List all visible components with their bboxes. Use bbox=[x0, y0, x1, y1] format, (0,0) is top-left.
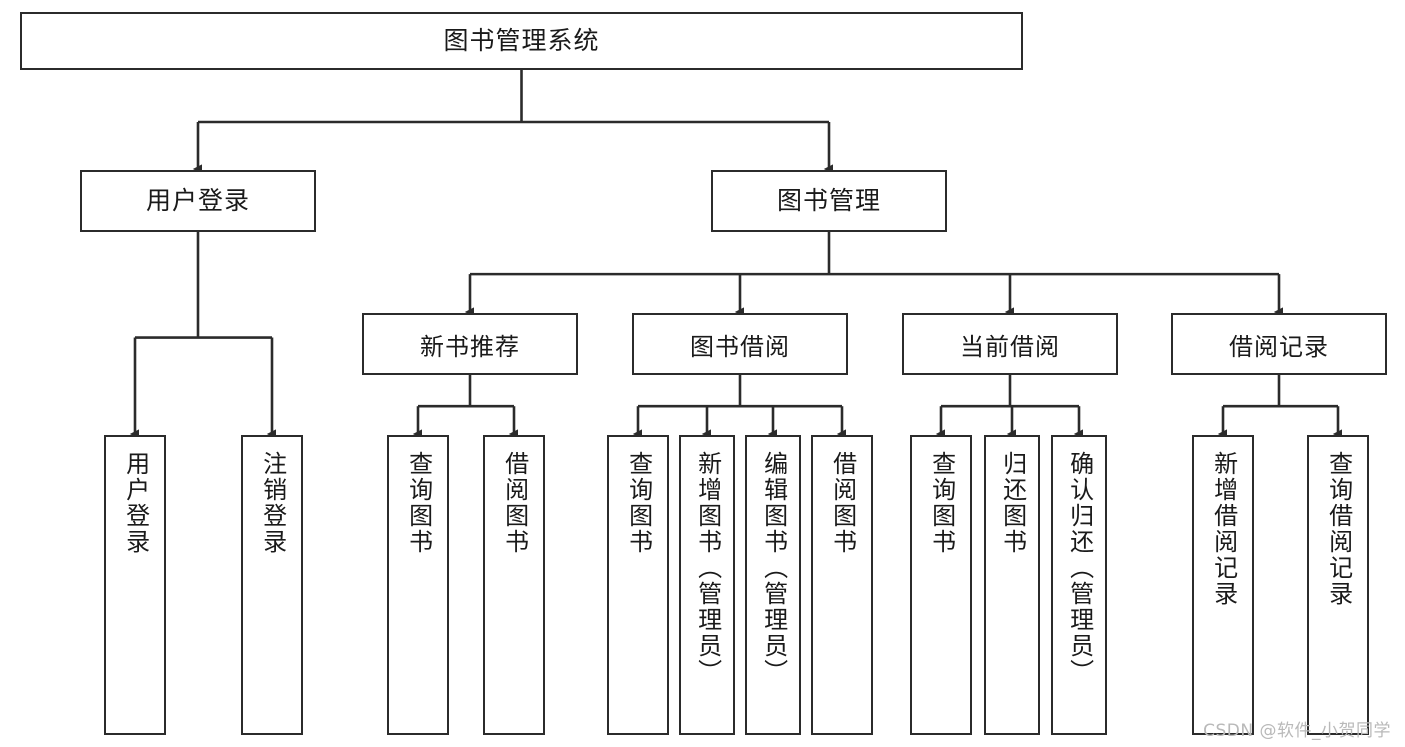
node-label: 借阅图书 bbox=[500, 451, 529, 555]
node-leaf-confirm-return-admin[interactable]: 确认归还（管理员） bbox=[1051, 435, 1107, 735]
node-book-manage[interactable]: 图书管理 bbox=[711, 170, 947, 232]
node-leaf-user-login[interactable]: 用户登录 bbox=[104, 435, 166, 735]
node-leaf-logout-login[interactable]: 注销登录 bbox=[241, 435, 303, 735]
node-label: 当前借阅 bbox=[960, 332, 1060, 361]
node-leaf-return-book[interactable]: 归还图书 bbox=[984, 435, 1040, 735]
node-leaf-borrow-book[interactable]: 借阅图书 bbox=[811, 435, 873, 735]
node-borrow-record[interactable]: 借阅记录 bbox=[1171, 313, 1387, 375]
node-label: 确认归还（管理员） bbox=[1065, 451, 1094, 685]
node-label: 归还图书 bbox=[998, 451, 1027, 555]
node-label: 编辑图书（管理员） bbox=[759, 451, 788, 685]
node-leaf-edit-book-admin[interactable]: 编辑图书（管理员） bbox=[745, 435, 801, 735]
node-new-book-rec[interactable]: 新书推荐 bbox=[362, 313, 578, 375]
node-label: 查询图书 bbox=[624, 451, 653, 555]
node-label: 查询借阅记录 bbox=[1324, 451, 1353, 607]
node-label: 新增借阅记录 bbox=[1209, 451, 1238, 607]
node-user-login[interactable]: 用户登录 bbox=[80, 170, 316, 232]
node-label: 图书管理 bbox=[776, 186, 881, 216]
node-label: 用户登录 bbox=[145, 186, 250, 216]
node-label: 注销登录 bbox=[258, 451, 287, 555]
node-leaf-add-book-admin[interactable]: 新增图书（管理员） bbox=[679, 435, 735, 735]
node-label: 新书推荐 bbox=[420, 332, 520, 361]
node-label: 借阅图书 bbox=[828, 451, 857, 555]
node-leaf-borrow-book-rec[interactable]: 借阅图书 bbox=[483, 435, 545, 735]
node-leaf-query-book-borrow[interactable]: 查询图书 bbox=[607, 435, 669, 735]
node-book-borrow[interactable]: 图书借阅 bbox=[632, 313, 848, 375]
connector-paths bbox=[129, 70, 1342, 439]
node-label: 新增图书（管理员） bbox=[693, 451, 722, 685]
watermark-text: CSDN @软件_小贺同学 bbox=[1203, 721, 1391, 741]
node-label: 用户登录 bbox=[121, 451, 150, 555]
node-current-borrow[interactable]: 当前借阅 bbox=[902, 313, 1118, 375]
node-label: 查询图书 bbox=[404, 451, 433, 555]
node-label: 图书管理系统 bbox=[443, 26, 600, 56]
node-leaf-query-book-cur[interactable]: 查询图书 bbox=[910, 435, 972, 735]
node-label: 借阅记录 bbox=[1229, 332, 1329, 361]
node-leaf-add-borrow-record[interactable]: 新增借阅记录 bbox=[1192, 435, 1254, 735]
node-root[interactable]: 图书管理系统 bbox=[20, 12, 1023, 70]
node-label: 查询图书 bbox=[927, 451, 956, 555]
node-label: 图书借阅 bbox=[690, 332, 790, 361]
node-leaf-query-book-rec[interactable]: 查询图书 bbox=[387, 435, 449, 735]
node-leaf-query-borrow-record[interactable]: 查询借阅记录 bbox=[1307, 435, 1369, 735]
